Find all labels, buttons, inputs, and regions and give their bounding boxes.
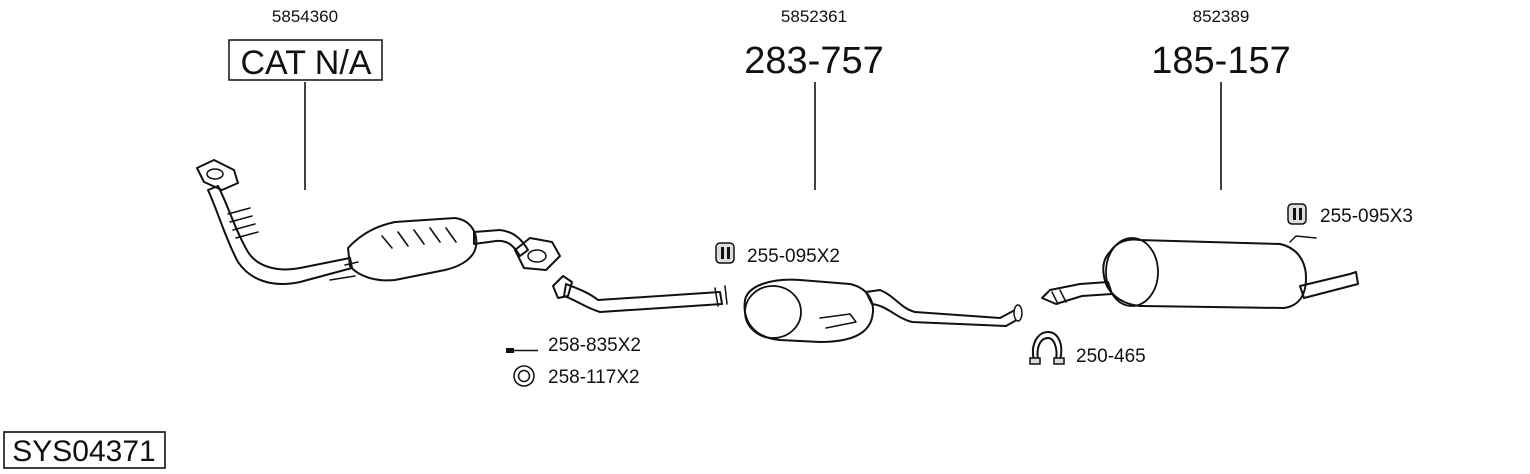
- accessory-bolt[interactable]: 258-835X2: [506, 335, 641, 356]
- bolt-icon: [506, 348, 538, 353]
- part-1-oem-number: 5854360: [272, 7, 338, 26]
- system-code-box: SYS04371: [3, 431, 166, 469]
- rubber-hanger-icon: [1287, 203, 1307, 225]
- part-2-number: 283-757: [744, 40, 883, 82]
- rubber-hanger-icon: [715, 242, 735, 264]
- system-code: SYS04371: [12, 435, 155, 468]
- part-3-number: 185-157: [1151, 40, 1290, 82]
- part-3-oem-number: 852389: [1193, 7, 1250, 26]
- clamp-icon: [1029, 331, 1065, 365]
- part-rear-silencer-group[interactable]: 852389 185-157: [1041, 7, 1359, 309]
- part-1-number: CAT N/A: [241, 44, 372, 82]
- accessory-label: 250-465: [1076, 346, 1146, 367]
- accessory-hanger-x3[interactable]: 255-095X3: [1287, 203, 1413, 227]
- part-1-number-box: [228, 39, 383, 81]
- part-middle-silencer-group[interactable]: 5852361 283-757: [552, 7, 1023, 343]
- accessory-label: 255-095X3: [1320, 206, 1413, 227]
- part-catalyst-group[interactable]: 5854360 CAT N/A: [196, 7, 561, 285]
- middle-silencer-drawing: [552, 275, 1023, 343]
- catalytic-converter-drawing: [196, 159, 561, 285]
- accessory-clamp[interactable]: 250-465: [1029, 331, 1146, 367]
- rear-silencer-drawing: [1041, 235, 1359, 309]
- accessory-label: 258-835X2: [548, 335, 641, 356]
- part-2-oem-number: 5852361: [781, 7, 847, 26]
- accessory-gasket[interactable]: 258-117X2: [513, 365, 640, 388]
- gasket-ring-icon: [513, 365, 535, 387]
- accessory-label: 258-117X2: [548, 367, 640, 388]
- accessory-label: 255-095X2: [747, 246, 840, 267]
- accessory-hanger-x2[interactable]: 255-095X2: [715, 242, 840, 267]
